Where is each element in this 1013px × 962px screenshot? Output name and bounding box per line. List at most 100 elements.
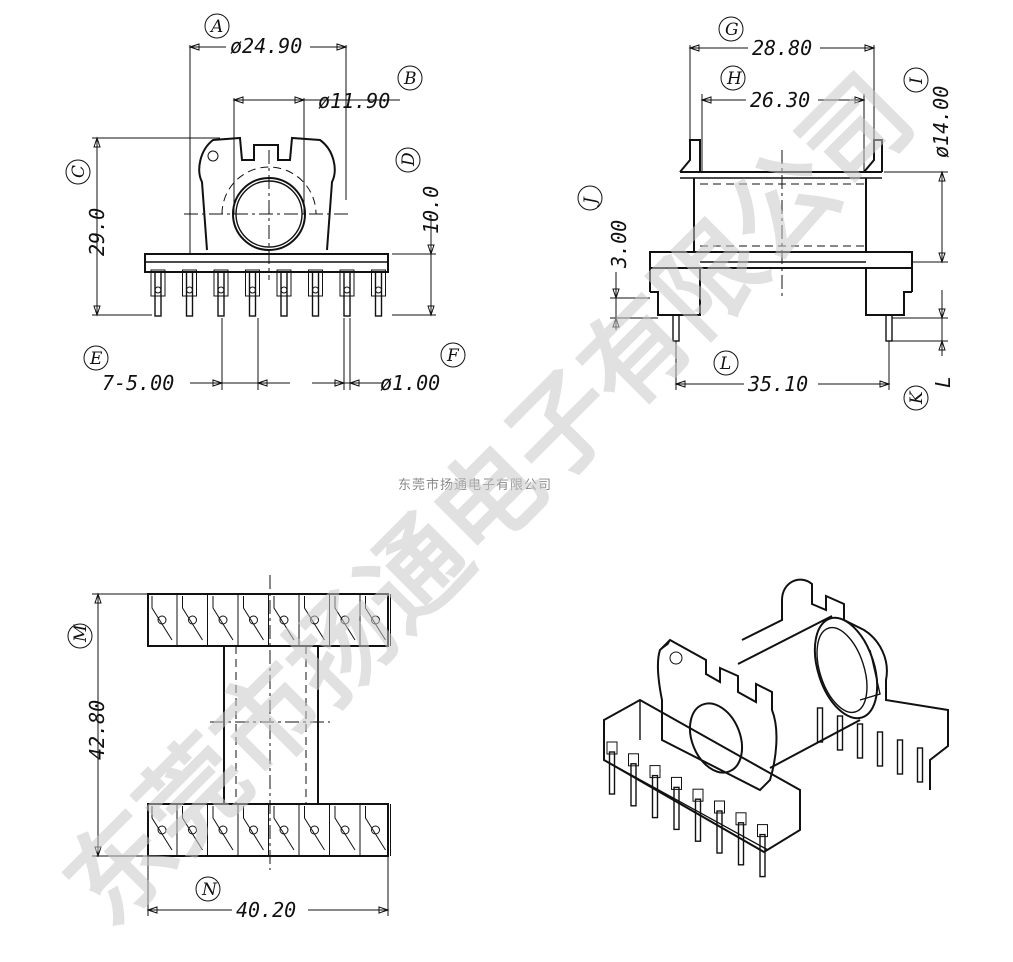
dim-g-value: 28.80 — [752, 36, 812, 60]
dim-b-value: ø11.90 — [318, 89, 390, 113]
pin-hole — [343, 286, 351, 294]
isometric-view — [603, 578, 949, 878]
iso-rear-pin — [856, 723, 864, 759]
label-m: M — [71, 624, 91, 643]
pad-slot — [365, 806, 386, 851]
pin-hole — [375, 286, 382, 294]
dim-e-value: 7-5.00 — [102, 371, 174, 395]
iso-rear-pin — [836, 715, 844, 751]
pad-slot — [182, 806, 203, 851]
pad-slot — [182, 596, 203, 641]
iso-pin-socket — [671, 776, 682, 790]
label-a: A — [209, 17, 223, 37]
pin-socket — [276, 269, 292, 297]
iso-rear-pin — [916, 747, 924, 783]
iso-rear-pin — [816, 707, 824, 743]
iso-rear-pin — [896, 739, 904, 775]
pin — [374, 271, 383, 317]
pad-slot — [304, 806, 325, 851]
iso-pin — [694, 798, 702, 842]
pin — [280, 271, 288, 317]
iso-pin-socket — [628, 753, 639, 767]
pin-socket — [308, 269, 323, 297]
watermark-text: 东莞市扬通电子有限公司 — [41, 52, 936, 947]
pad-slot — [273, 596, 295, 641]
iso-pin — [630, 763, 637, 807]
pin — [217, 271, 225, 317]
dim-c-value: 29.0 — [85, 208, 109, 256]
label-k: K — [907, 390, 927, 405]
iso-pin-socket — [735, 812, 747, 826]
company-caption: 东莞市扬通电子有限公司 — [398, 477, 552, 493]
label-n: N — [201, 880, 218, 900]
pin — [154, 271, 162, 317]
dim-i-value: ø14.00 — [929, 86, 953, 158]
side-view: 28.80 G 26.30 H ø14.00 I 3.00 J — [577, 16, 955, 411]
iso-pin — [608, 751, 616, 795]
pin-hole — [312, 286, 319, 294]
isometric-rear-pins — [816, 707, 924, 783]
isometric-pins — [606, 741, 768, 878]
pin-hole — [280, 286, 288, 294]
label-j: J — [581, 196, 601, 207]
pin-hole — [217, 286, 225, 294]
dim-h-value: 26.30 — [750, 88, 810, 112]
dim-l-value: 35.10 — [747, 372, 808, 396]
pin — [343, 271, 351, 317]
pad-slot — [273, 806, 295, 851]
iso-pin — [651, 774, 659, 819]
pad-slot — [212, 806, 234, 851]
label-g: G — [725, 20, 739, 40]
front-view: ø24.90 A ø11.90 B 29.0 C 10.0 D — [65, 13, 466, 395]
dim-a-value: ø24.90 — [230, 34, 302, 58]
label-f: F — [446, 346, 460, 366]
pin-hole — [249, 286, 256, 294]
label-c: C — [69, 165, 89, 178]
dim-f-value: ø1.00 — [380, 371, 440, 395]
bottom-pin-pads — [151, 594, 391, 856]
dim-k-value: L — [931, 376, 955, 388]
iso-pin-socket — [714, 800, 725, 814]
pin — [185, 271, 194, 317]
dim-m-value: 42.80 — [85, 700, 109, 760]
pin-hole — [186, 286, 193, 294]
pin-socket — [150, 269, 166, 297]
pad-slot — [151, 806, 173, 851]
iso-pin — [673, 786, 680, 831]
iso-pin — [716, 810, 723, 854]
pin-socket — [245, 269, 260, 297]
pad-slot — [334, 806, 356, 851]
dim-d-value: 10.0 — [419, 186, 443, 234]
label-l: L — [719, 354, 731, 374]
dim-n-value: 40.20 — [236, 898, 296, 922]
iso-pin-socket — [606, 741, 618, 755]
pin-socket — [339, 269, 355, 297]
pad-slot — [243, 806, 264, 851]
pin-hole — [154, 286, 162, 294]
iso-pin-socket — [757, 824, 768, 838]
pad-slot — [365, 596, 386, 641]
iso-pin-socket — [692, 788, 704, 802]
pin-socket — [371, 269, 386, 297]
pin-socket — [213, 269, 229, 297]
bottom-view: 42.80 M 40.20 N — [67, 575, 391, 922]
pin — [311, 271, 320, 317]
label-h: H — [726, 69, 743, 89]
label-i: I — [907, 77, 927, 85]
iso-rear-pin — [876, 731, 884, 767]
label-e: E — [89, 349, 103, 369]
pad-slot — [151, 596, 173, 641]
label-b: B — [403, 69, 417, 89]
iso-pin-socket — [649, 765, 661, 779]
pad-slot — [212, 596, 234, 641]
iso-pin — [737, 822, 745, 866]
iso-pin — [759, 833, 766, 878]
pin — [248, 271, 257, 317]
pin-socket — [182, 269, 197, 297]
pad-slot — [243, 596, 264, 641]
pad-slot — [334, 596, 356, 641]
label-d: D — [399, 152, 419, 167]
dim-j-value: 3.00 — [607, 220, 631, 269]
pad-slot — [304, 596, 325, 641]
